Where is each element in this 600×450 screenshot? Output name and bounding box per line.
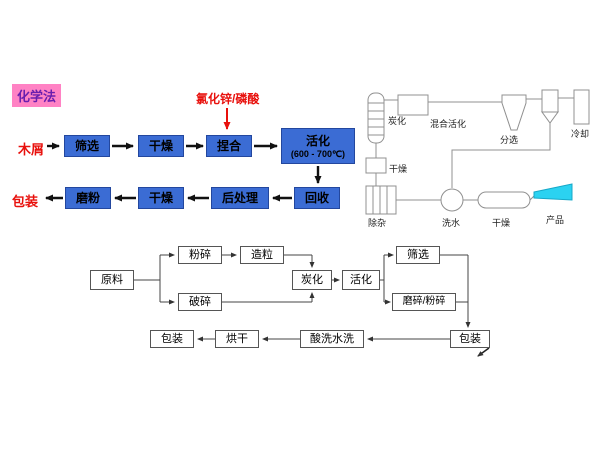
step-knead: 捏合 (206, 135, 252, 157)
box-acid-wash: 酸洗水洗 (300, 330, 364, 348)
impurity-filter (365, 185, 397, 215)
mid-dryer (365, 157, 387, 174)
column-trays (368, 102, 384, 136)
box-raw-material: 原料 (90, 270, 134, 290)
chem-flow-arrows (45, 142, 322, 202)
wash-tank (440, 188, 464, 212)
box-pack-right: 包装 (450, 330, 490, 348)
label-mix-activate: 混合活化 (430, 119, 467, 129)
box-granulate: 造粒 (240, 246, 284, 264)
method-label: 化学法 (12, 84, 62, 107)
product-flag (533, 183, 573, 201)
label-dry: 干燥 (492, 218, 511, 228)
label-cool: 冷却 (571, 129, 590, 139)
stray-return-arrow (477, 347, 490, 357)
hopper-cone (541, 111, 559, 124)
step-activation: 活化 (600 - 700℃) (281, 128, 355, 164)
box-crush: 破碎 (178, 293, 222, 311)
step-mill: 磨粉 (65, 187, 111, 209)
box-sieve: 筛选 (396, 246, 440, 264)
connector-down (451, 123, 551, 188)
bottom-flow-lines (134, 252, 471, 342)
output-label: 包装 (12, 194, 39, 209)
box-mill: 粉碎 (178, 246, 222, 264)
equipment-shapes (365, 89, 590, 215)
box-pack-left: 包装 (150, 330, 194, 348)
input-label: 木屑 (18, 142, 45, 157)
rotary-dryer (477, 191, 531, 209)
box-dry: 烘干 (215, 330, 259, 348)
activation-vessel (397, 94, 429, 116)
step-post-treatment: 后处理 (211, 187, 269, 209)
step-recover: 回收 (294, 187, 340, 209)
step-sieve: 筛选 (64, 135, 110, 157)
box-carbonize: 炭化 (292, 270, 332, 290)
label-wash: 洗水 (442, 218, 461, 228)
hopper (541, 89, 559, 113)
box-activate: 活化 (342, 270, 380, 290)
box-grind: 磨碎/粉碎 (392, 293, 456, 311)
label-carbonize: 炭化 (388, 116, 407, 126)
cyclone-separator (501, 94, 527, 131)
filter-plates (372, 186, 388, 214)
label-product: 产品 (546, 215, 565, 225)
cooler-vessel (573, 89, 590, 125)
activation-temperature: (600 - 700℃) (290, 149, 346, 159)
reagent-label: 氯化锌/磷酸 (196, 92, 260, 106)
step-dry-1: 干燥 (138, 135, 184, 157)
label-remove-impurity: 除杂 (368, 218, 387, 228)
step-dry-2: 干燥 (138, 187, 184, 209)
activation-title: 活化 (305, 134, 330, 148)
label-sort: 分选 (500, 135, 519, 145)
label-dry-mid: 干燥 (389, 164, 408, 174)
